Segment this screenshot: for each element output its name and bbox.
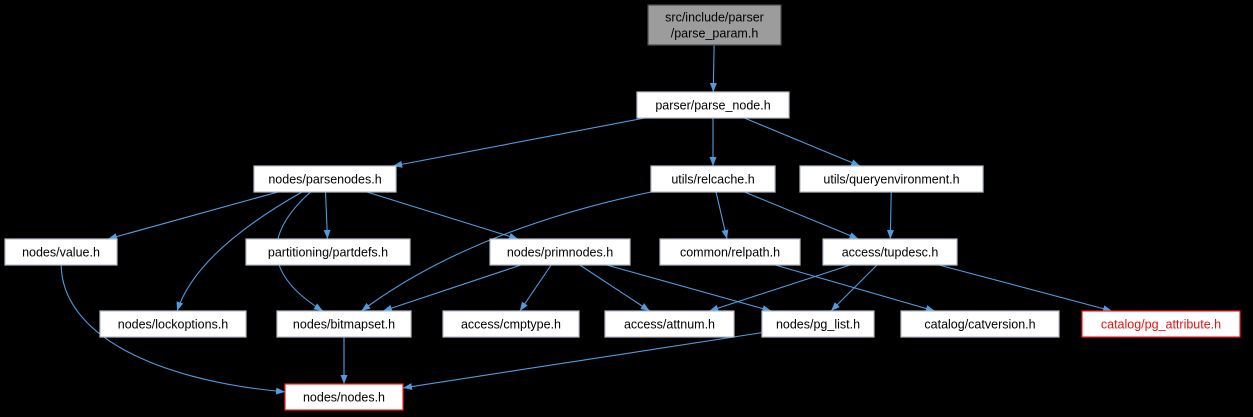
graph-node-label: src/include/parser/parse_param.h: [665, 11, 764, 41]
graph-node-box: [4, 238, 118, 266]
graph-node-attnum[interactable]: access/attnum.h: [604, 310, 735, 338]
graph-edge-pg_list-nodes: [402, 332, 763, 391]
graph-edge-primnodes-cmptype: [519, 264, 552, 312]
graph-node-relpath[interactable]: common/relpath.h: [659, 238, 801, 266]
graph-edge-relcache-relpath: [715, 191, 729, 240]
graph-node-box: [1081, 310, 1241, 338]
graph-node-value[interactable]: nodes/value.h: [4, 238, 118, 266]
graph-edge-parse_param-parse_node: [709, 44, 717, 93]
graph-edge-relpath-catversion: [774, 264, 936, 312]
graph-node-label-line: nodes/value.h: [22, 246, 100, 260]
graph-edge-relcache-bitmapset: [361, 191, 652, 312]
graph-node-box: [659, 238, 801, 266]
graph-edge-tupdesc-pg_list: [830, 264, 878, 312]
graph-node-queryenvironment[interactable]: utils/queryenvironment.h: [799, 165, 984, 193]
graph-node-relcache[interactable]: utils/relcache.h: [650, 165, 776, 193]
graph-node-label-line: access/tupdesc.h: [842, 246, 939, 260]
graph-node-label-line: nodes/primnodes.h: [507, 246, 613, 260]
graph-node-label-line: /parse_param.h: [671, 27, 759, 41]
graph-node-lockoptions[interactable]: nodes/lockoptions.h: [99, 310, 247, 338]
graph-edge-parsenodes-lockoptions: [176, 191, 303, 312]
graph-nodes: src/include/parser/parse_param.h parser/p…: [4, 4, 1241, 411]
graph-edge-tupdesc-pg_attribute: [938, 264, 1113, 313]
graph-node-box: [489, 238, 631, 266]
graph-node-pg_attribute[interactable]: catalog/pg_attribute.h: [1081, 310, 1241, 338]
graph-node-label: catalog/pg_attribute.h: [1101, 318, 1221, 332]
graph-node-box: [822, 238, 958, 266]
graph-node-label-line: nodes/parsenodes.h: [268, 173, 381, 187]
graph-node-parsenodes[interactable]: nodes/parsenodes.h: [253, 165, 397, 193]
graph-node-label: nodes/nodes.h: [303, 391, 385, 405]
graph-node-label: nodes/lockoptions.h: [118, 318, 229, 332]
graph-edges: [60, 44, 1113, 395]
graph-node-label: access/tupdesc.h: [842, 246, 939, 260]
graph-node-box: [636, 91, 790, 119]
graph-edge-parsenodes-partdefs: [323, 191, 331, 240]
graph-node-nodes[interactable]: nodes/nodes.h: [284, 383, 404, 411]
graph-node-label: nodes/primnodes.h: [507, 246, 613, 260]
graph-node-box: [647, 4, 782, 46]
graph-node-parse_node[interactable]: parser/parse_node.h: [636, 91, 790, 119]
graph-node-label-line: parser/parse_node.h: [655, 99, 770, 113]
graph-node-label-line: catalog/pg_attribute.h: [1101, 318, 1221, 332]
graph-node-box: [245, 238, 411, 266]
graph-node-label-line: access/cmptype.h: [461, 318, 561, 332]
graph-node-label-line: nodes/pg_list.h: [776, 318, 860, 332]
graph-node-label-line: common/relpath.h: [680, 246, 780, 260]
graph-node-box: [253, 165, 397, 193]
graph-edge-relcache-tupdesc: [744, 191, 859, 240]
graph-node-primnodes[interactable]: nodes/primnodes.h: [489, 238, 631, 266]
graph-node-label: nodes/parsenodes.h: [268, 173, 381, 187]
graph-edge-primnodes-bitmapset: [382, 264, 522, 312]
graph-node-label-line: utils/queryenvironment.h: [823, 173, 959, 187]
graph-node-pg_list[interactable]: nodes/pg_list.h: [761, 310, 875, 338]
graph-node-label: partitioning/partdefs.h: [268, 246, 388, 260]
graph-node-catversion[interactable]: catalog/catversion.h: [900, 310, 1060, 338]
graph-node-label-line: nodes/lockoptions.h: [118, 318, 229, 332]
graph-node-label: common/relpath.h: [680, 246, 780, 260]
graph-edge-primnodes-attnum: [579, 264, 651, 312]
graph-node-tupdesc[interactable]: access/tupdesc.h: [822, 238, 958, 266]
graph-node-label-line: partitioning/partdefs.h: [268, 246, 388, 260]
graph-node-label: nodes/pg_list.h: [776, 318, 860, 332]
graph-node-partdefs[interactable]: partitioning/partdefs.h: [245, 238, 411, 266]
graph-node-box: [442, 310, 580, 338]
graph-node-label: parser/parse_node.h: [655, 99, 770, 113]
graph-node-label: access/attnum.h: [624, 318, 715, 332]
graph-node-cmptype[interactable]: access/cmptype.h: [442, 310, 580, 338]
graph-node-label-line: utils/relcache.h: [671, 173, 754, 187]
graph-node-label: nodes/bitmapset.h: [293, 318, 395, 332]
graph-node-bitmapset[interactable]: nodes/bitmapset.h: [276, 310, 412, 338]
graph-edge-tupdesc-attnum: [709, 264, 851, 312]
graph-node-label-line: nodes/bitmapset.h: [293, 318, 395, 332]
graph-node-box: [799, 165, 984, 193]
graph-node-parse_param: src/include/parser/parse_param.h: [647, 4, 782, 46]
graph-node-box: [761, 310, 875, 338]
graph-edge-primnodes-pg_list: [606, 264, 772, 312]
graph-node-label: access/cmptype.h: [461, 318, 561, 332]
graph-node-label: catalog/catversion.h: [924, 318, 1035, 332]
graph-node-label-line: src/include/parser: [665, 11, 764, 25]
graph-edge-queryenvironment-tupdesc: [886, 191, 894, 240]
graph-node-box: [284, 383, 404, 411]
graph-edge-parse_node-queryenvironment: [744, 117, 861, 167]
graph-node-box: [900, 310, 1060, 338]
graph-node-label-line: nodes/nodes.h: [303, 391, 385, 405]
graph-edge-parsenodes-value: [107, 191, 279, 240]
graph-edge-parsenodes-primnodes: [366, 191, 519, 240]
graph-edge-parse_node-parsenodes: [393, 117, 645, 168]
graph-node-box: [650, 165, 776, 193]
graph-node-label-line: access/attnum.h: [624, 318, 715, 332]
graph-node-box: [276, 310, 412, 338]
graph-node-box: [99, 310, 247, 338]
graph-node-label: utils/relcache.h: [671, 173, 754, 187]
graph-edge-value-nodes: [60, 264, 286, 395]
graph-node-label: nodes/value.h: [22, 246, 100, 260]
graph-node-label: utils/queryenvironment.h: [823, 173, 959, 187]
graph-node-box: [604, 310, 735, 338]
graph-node-label-line: catalog/catversion.h: [924, 318, 1035, 332]
